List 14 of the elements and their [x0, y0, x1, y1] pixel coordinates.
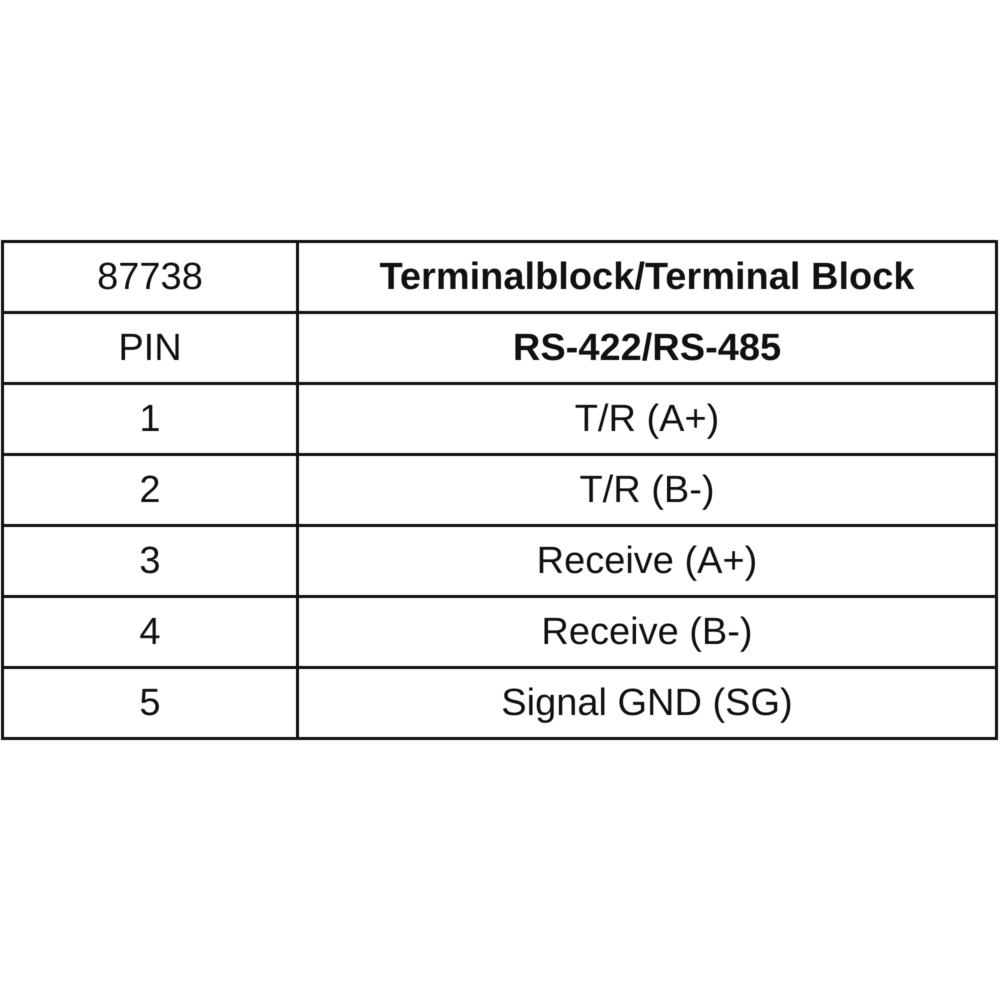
pin-number: 4 [2, 596, 298, 668]
signal-name: Receive (A+) [298, 526, 996, 596]
signal-name: T/R (B-) [298, 454, 996, 526]
column-header: RS-422/RS-485 [298, 312, 996, 384]
signal-name: Signal GND (SG) [298, 668, 996, 738]
part-number: 87738 [2, 242, 298, 312]
pin-number: 1 [2, 384, 298, 454]
pin-number: 5 [2, 668, 298, 738]
column-header: PIN [2, 312, 298, 384]
signal-name: T/R (A+) [298, 384, 996, 454]
table-title: Terminalblock/Terminal Block [298, 242, 996, 312]
pin-number: 3 [2, 526, 298, 596]
pin-number: 2 [2, 454, 298, 526]
signal-name: Receive (B-) [298, 596, 996, 668]
